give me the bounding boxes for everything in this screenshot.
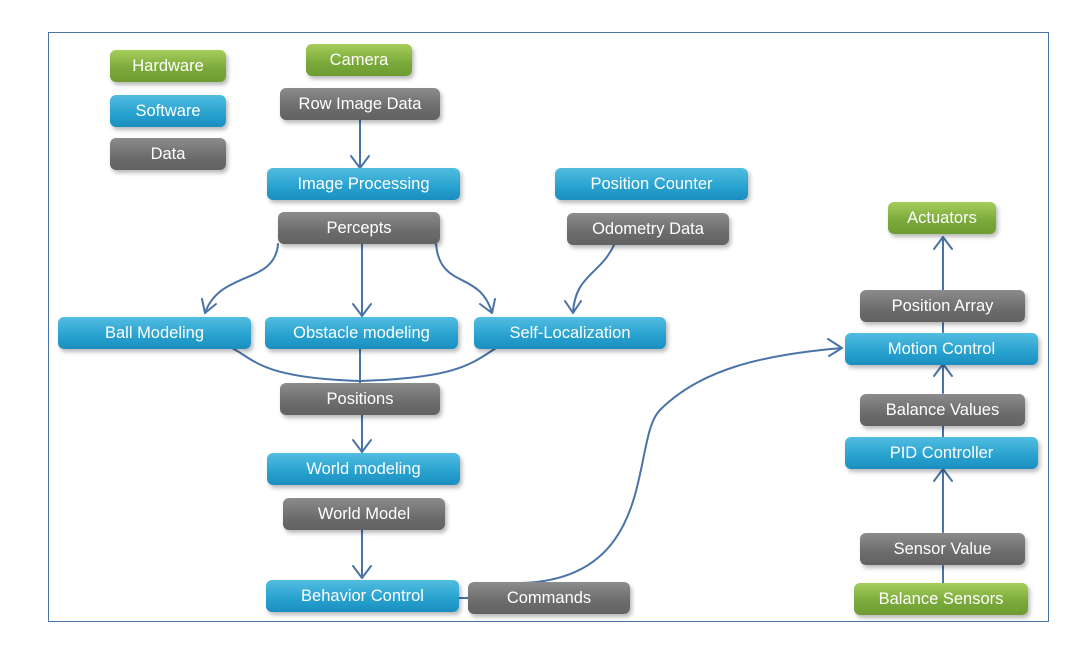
arrowhead-world <box>352 439 372 453</box>
legend-hardware: Hardware <box>110 50 226 82</box>
arrowhead-pid <box>933 468 953 482</box>
arrowhead-actuators <box>933 236 953 250</box>
node-pid-controller: PID Controller <box>845 437 1038 469</box>
connector-ball-merge <box>231 347 361 382</box>
node-balance-sensors: Balance Sensors <box>854 583 1028 615</box>
node-positions: Positions <box>280 383 440 415</box>
node-camera: Camera <box>306 44 412 76</box>
connector-selfloc-merge <box>359 347 497 382</box>
node-position-array: Position Array <box>860 290 1025 322</box>
connector-percepts-to-selfloc <box>435 243 493 314</box>
node-behavior-control: Behavior Control <box>266 580 459 612</box>
legend-software: Software <box>110 95 226 127</box>
connector-commands-to-motion <box>519 347 843 584</box>
arrowhead-selfloc <box>479 298 496 314</box>
node-image-processing: Image Processing <box>267 168 460 200</box>
node-sensor-value: Sensor Value <box>860 533 1025 565</box>
arrowhead-selfloc-odometry <box>564 300 582 314</box>
node-percepts: Percepts <box>278 212 440 244</box>
node-ball-modeling: Ball Modeling <box>58 317 251 349</box>
node-actuators: Actuators <box>888 202 996 234</box>
node-motion-control: Motion Control <box>845 333 1038 365</box>
node-self-localization: Self-Localization <box>474 317 666 349</box>
connector-percepts-to-ball <box>204 243 279 314</box>
node-obstacle-modeling: Obstacle modeling <box>265 317 458 349</box>
node-odometry-data: Odometry Data <box>567 213 729 245</box>
legend-data: Data <box>110 138 226 170</box>
node-position-counter: Position Counter <box>555 168 748 200</box>
arrowhead-behavior <box>352 565 372 579</box>
connector-odometry-to-selfloc <box>572 244 615 314</box>
arrowhead-ball <box>201 298 217 314</box>
arrowhead-motion <box>827 338 843 357</box>
arrowhead-obstacle <box>352 303 372 317</box>
node-balance-values: Balance Values <box>860 394 1025 426</box>
node-world-modeling: World modeling <box>267 453 460 485</box>
node-row-image-data: Row Image Data <box>280 88 440 120</box>
node-world-model: World Model <box>283 498 445 530</box>
node-commands: Commands <box>468 582 630 614</box>
